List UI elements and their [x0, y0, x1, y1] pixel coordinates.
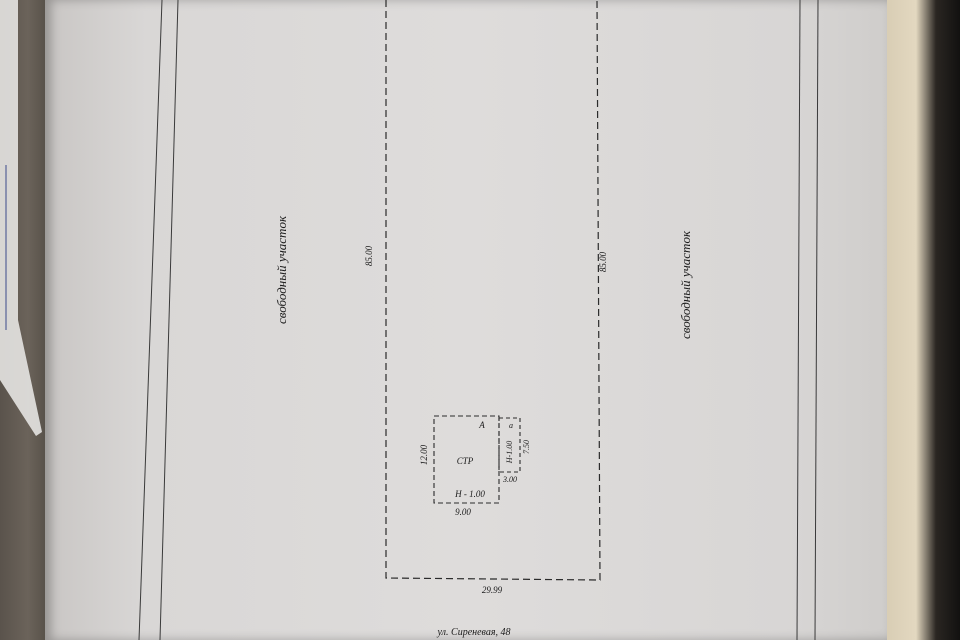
annex-height: Н-1.00 [505, 441, 514, 464]
annex-width: 3.00 [502, 475, 517, 484]
document-sheet [45, 0, 887, 640]
plot-width-bottom: 29.99 [482, 585, 503, 595]
neighbor-label-right: свободный участок [678, 230, 693, 339]
plot-length-left: 85.00 [364, 245, 374, 266]
annex-outline [498, 417, 521, 473]
paper-scrap-left [0, 0, 42, 436]
background-right-table [880, 0, 960, 640]
neighbor-label-left: свободный участок [274, 215, 289, 324]
building-letter: А [478, 420, 485, 430]
building-front-width: 9.00 [455, 507, 471, 517]
street-address: ул. Сиреневая, 48 [437, 627, 511, 638]
page-frame [138, 0, 819, 640]
plot-boundary [385, 0, 601, 581]
annex-length: 7.50 [522, 440, 531, 454]
building-side-length: 12.00 [419, 444, 429, 465]
building-code: СТР [457, 456, 474, 466]
plot-length-right: 85.00 [598, 251, 608, 272]
annex-letter: а [509, 421, 513, 430]
building-height: Н - 1.00 [454, 489, 485, 499]
